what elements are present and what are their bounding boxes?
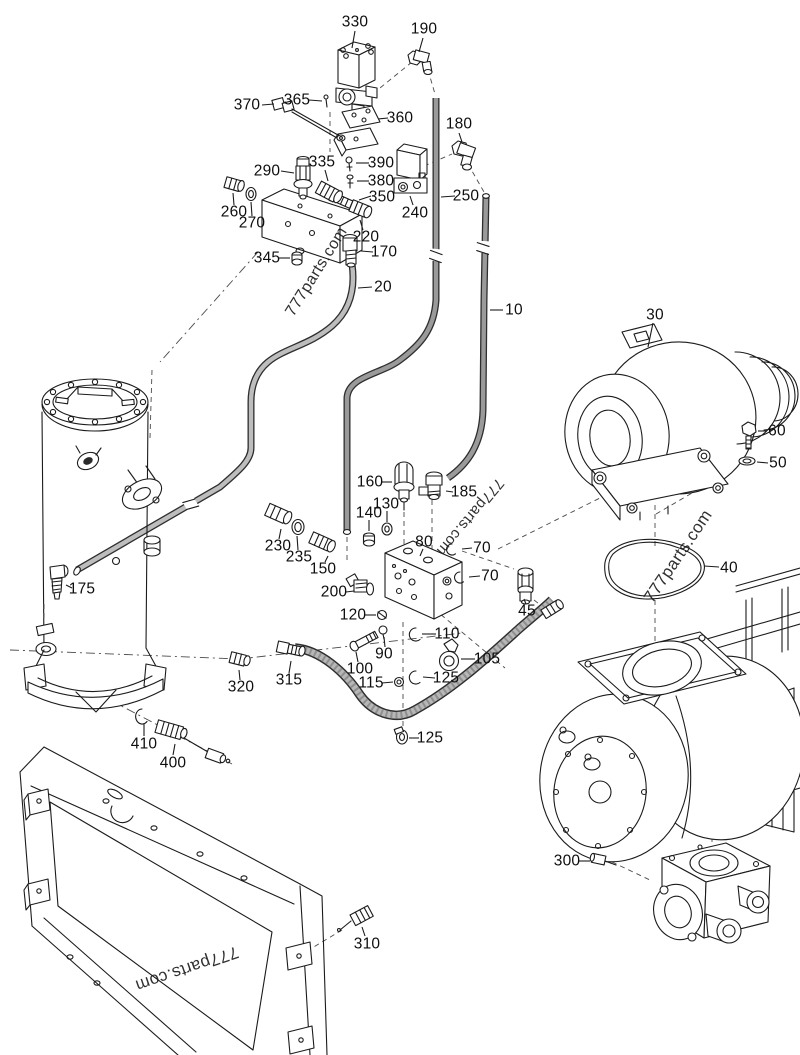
tank-side-coupling [144,536,160,556]
hose-10 [448,194,489,478]
fitting-45-drawing [518,568,533,604]
plug-120-drawing [378,611,387,620]
oring-40-drawing [605,539,705,599]
leader-line-335 [324,169,329,182]
fitting-315-drawing [276,641,306,658]
plug-140-drawing [364,533,375,546]
plug-260-drawing [224,176,245,192]
bracket-360-drawing [334,106,380,156]
leader-line-230 [278,528,282,540]
sensor-160-drawing [394,462,414,510]
sensor-300-drawing [589,853,616,865]
bolt-100-drawing [348,630,378,652]
leader-line-330 [351,30,356,49]
leader-line-115 [381,681,394,684]
tank-side-flange-port [117,466,166,515]
leader-line-80 [419,548,424,557]
clamp-105-drawing [440,639,459,671]
separator-tank-drawing [24,379,167,712]
cable-370-drawing [272,98,345,141]
leader-line-90 [383,636,386,648]
sensor-400-drawing [155,720,230,764]
intake-housing-30-drawing [557,324,798,520]
tank-drain [36,604,56,656]
elbow-200-drawing [346,574,373,595]
leader-line-125 [422,676,436,679]
plug-115-drawing [395,678,404,687]
leader-line-100 [355,651,359,663]
oring-270-drawing [246,188,256,201]
hose-250 [343,98,436,534]
leader-line-190 [418,37,424,53]
clip-70b-drawing [455,572,464,583]
leader-line-315 [288,660,292,674]
fitting-335-drawing [315,181,344,205]
clip-410-drawing [136,709,147,724]
leader-line-370 [261,103,275,106]
hose-45-ferrule-drawing [541,598,565,618]
airend-compressor-drawing [529,568,800,871]
leader-line-320 [238,669,241,681]
elbow-190-drawing [408,50,432,75]
leader-line-70 [468,575,481,578]
plug-230-drawing [265,503,294,526]
leader-line-50 [756,461,769,464]
elbow-185-drawing [419,472,442,500]
leader-line-185 [445,490,454,493]
leader-line-350 [358,195,372,201]
plug-345-drawing [292,252,302,265]
solenoid-240-drawing [394,144,427,193]
leader-line-290 [280,170,295,174]
elbow-180-drawing [452,141,476,170]
leader-line-40 [703,565,720,568]
leader-line-260 [232,192,235,206]
leader-line-150 [324,555,329,563]
leader-line-310 [361,926,366,937]
bolt-60-drawing [742,422,756,449]
washer-50-drawing [739,457,755,465]
leader-line-30 [647,322,654,348]
leader-line-250 [440,195,456,198]
leader-line-20 [357,286,373,289]
leader-line-220 [359,219,364,231]
leader-line-360 [377,117,389,120]
clip-110-drawing [409,628,420,641]
leader-line-45 [523,598,527,605]
clip-125-drawing [409,671,420,684]
hose-break-marks [181,240,489,513]
leader-line-175 [65,584,73,589]
clip-70a-drawing [447,544,456,555]
leader-line-170 [360,250,374,253]
leader-line-200 [345,590,355,593]
screw-365-drawing [324,95,328,107]
leader-line-70 [461,547,473,550]
leader-line-180 [458,132,463,143]
tank-top-nozzle [75,446,102,473]
tank-base [24,648,166,712]
sensor-310-drawing [338,906,374,932]
leader-line-365 [308,99,323,102]
elbow-175 [50,565,68,599]
fitting-220-drawing [349,200,373,219]
washer-130-drawing [382,523,392,535]
flange-bolts [44,379,145,424]
sensor-290-drawing [294,157,312,200]
elbow-170-drawing [343,235,357,268]
hose-45 [295,600,552,715]
clamp-125-bottom-drawing [394,727,407,744]
fitting-320-drawing [229,652,251,668]
discharge-block-drawing [647,843,770,946]
leader-line-240 [409,195,414,206]
leader-line-270 [250,201,253,217]
fitting-150-drawing [309,532,337,553]
leader-line-400 [172,743,176,756]
hose-20 [72,264,353,576]
radiator-frame-drawing [20,747,327,1055]
leader-line-235 [296,535,299,551]
oring-235-drawing [292,520,304,535]
